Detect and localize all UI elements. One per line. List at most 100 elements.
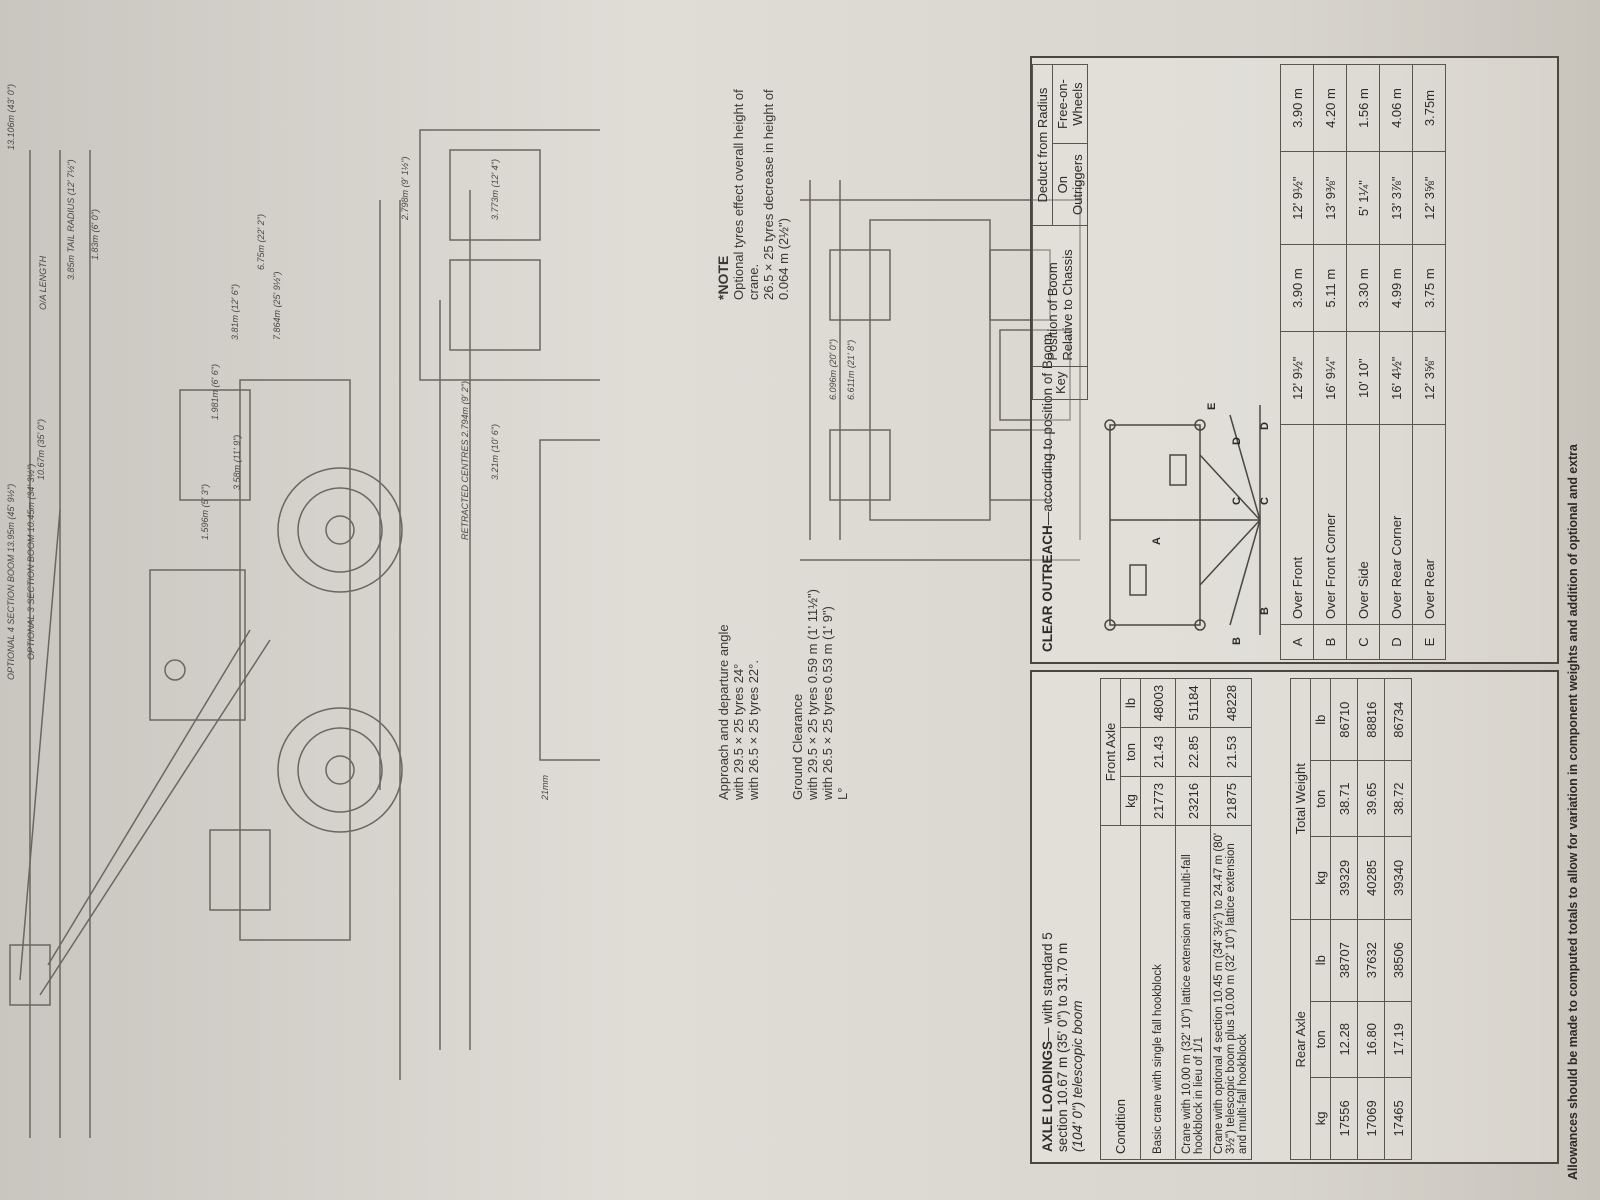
cell-o2: 3.30 m (1346, 244, 1380, 332)
clear-outreach-table: Key Position of Boom Relative to Chassis… (1032, 64, 1088, 400)
axle-rear-wrap: Rear Axle Total Weight kg ton lb kg ton … (1290, 678, 1412, 1160)
cell-key: E (1412, 624, 1446, 660)
cell-front-1: 21.53 (1210, 727, 1252, 777)
approach-angle-note: Approach and departure angle with 29.5 ×… (716, 624, 761, 800)
cell-front-2: 51184 (1175, 678, 1211, 728)
front-wheel (277, 707, 403, 833)
cell-front-0: 21773 (1140, 776, 1176, 826)
dim-d7: 7.864m (25' 9½") (272, 271, 282, 340)
cell-position: Over Rear Corner (1379, 424, 1413, 625)
cell-rear-total-7: 38.72 (1384, 760, 1412, 837)
rear-wheel (277, 467, 403, 593)
dim-len-2: 10.67m (35' 0") (36, 419, 46, 480)
cell-f1: 13' 3⅞" (1379, 151, 1413, 245)
col-front-axle: Front Axle (1100, 678, 1121, 826)
cell-f2: 4.20 m (1313, 64, 1347, 152)
dim-tail-radius: 3.85m TAIL RADIUS (12' 7½") (66, 159, 76, 280)
rear-view (419, 129, 600, 381)
diagram-label-b1: B (1231, 637, 1243, 645)
diagram-label-b2: B (1259, 607, 1270, 615)
dim-d9: 3.773m (12' 4") (490, 159, 500, 220)
cell-front-1: 22.85 (1175, 727, 1211, 777)
cell-key: B (1313, 624, 1347, 660)
cell-position: Over Rear (1412, 424, 1446, 625)
dim-d8: 2.798m (9' 1½") (400, 156, 410, 220)
col-position: Position of Boom Relative to Chassis (1032, 225, 1088, 367)
cell-f2: 1.56 m (1346, 64, 1380, 152)
cell-f2: 4.06 m (1379, 64, 1413, 152)
cell-o1: 16' 4½" (1379, 331, 1413, 425)
dim-oa-length: O/A LENGTH (38, 255, 48, 310)
cell-rear-total-3: 17465 (1384, 1077, 1412, 1160)
col-key: Key (1032, 366, 1088, 400)
axle-table-wrap: Condition Front Axle kg ton lb Basic cra… (1100, 678, 1252, 1160)
cell-rear-total-4: 17.19 (1384, 1001, 1412, 1078)
dim-retracted: RETRACTED CENTRES 2.794m (9' 2") (460, 381, 470, 540)
cell-f2: 3.75m (1412, 64, 1446, 152)
diagram-label-d1: D (1231, 437, 1243, 445)
dim-boom-3: OPTIONAL 3 SECTION BOOM 10.45m (34' 3½") (26, 463, 36, 660)
table-row: Crane with optional 4 section 10.45 m (3… (1210, 678, 1252, 1160)
diagram-label-a: A (1151, 537, 1163, 545)
cell-rear-total-4: 12.28 (1330, 1001, 1358, 1078)
cell-rear-total-6: 39340 (1384, 836, 1412, 920)
clear-outreach-table-wrap: Key Position of Boom Relative to Chassis… (1032, 64, 1088, 400)
cell-f1: 13' 9⅜" (1313, 151, 1347, 245)
col-outriggers: On Outriggers (1052, 143, 1088, 226)
cell-condition: Basic crane with single fall hookblock (1140, 825, 1176, 1160)
cell-o1: 16' 9¼" (1313, 331, 1347, 425)
cell-rear-total-8: 86734 (1384, 678, 1412, 761)
dim-d1: 1.83m (6' 0") (90, 209, 100, 260)
col-total-weight: Total Weight (1290, 678, 1311, 920)
dim-d2: 1.981m (6' 6") (210, 364, 220, 420)
cell-key: D (1379, 624, 1413, 660)
cell-o1: 10' 10" (1346, 331, 1380, 425)
footnote: Allowances should be made to computed to… (1566, 444, 1580, 1180)
cell-rear-total-4: 16.80 (1357, 1001, 1385, 1078)
cell-front-2: 48228 (1210, 678, 1252, 728)
col-condition: Condition (1100, 825, 1141, 1160)
side-view-boom (19, 509, 61, 981)
cell-condition: Crane with 10.00 m (32' 10") lattice ext… (1175, 825, 1211, 1160)
cell-rear-total-5: 38707 (1330, 919, 1358, 1002)
cell-condition: Crane with optional 4 section 10.45 m (3… (1210, 825, 1252, 1160)
table-row: Crane with 10.00 m (32' 10") lattice ext… (1175, 678, 1211, 1160)
dim-d11: 3.21m (10' 6") (490, 424, 500, 480)
dim-d4: 3.81m (12' 6") (230, 284, 240, 340)
dim-boom-4: OPTIONAL 4 SECTION BOOM 13.95m (45' 9½") (6, 483, 16, 680)
cell-o2: 3.90 m (1280, 244, 1314, 332)
axle-title: AXLE LOADINGS— with standard 5 section 1… (1040, 932, 1085, 1152)
cell-o2: 3.75 m (1412, 244, 1446, 332)
dim-d5: 3.58m (11' 9") (232, 434, 242, 490)
cell-f1: 12' 9½" (1280, 151, 1314, 245)
cell-front-0: 23216 (1175, 776, 1211, 826)
dim-len-1: 13.106m (43' 0") (6, 84, 16, 150)
cell-o2: 4.99 m (1379, 244, 1413, 332)
cell-f1: 12' 3⅝" (1412, 151, 1446, 245)
cell-front-1: 21.43 (1140, 727, 1176, 777)
cell-position: Over Side (1346, 424, 1380, 625)
cell-f2: 3.90 m (1280, 64, 1314, 152)
axle-rear-total-table: Rear Axle Total Weight kg ton lb kg ton … (1290, 678, 1412, 1160)
cell-rear-total-6: 39329 (1330, 836, 1358, 920)
cell-rear-total-7: 39.65 (1357, 760, 1385, 837)
diagram-label-e: E (1206, 403, 1218, 410)
cell-front-0: 21875 (1210, 776, 1252, 826)
dim-d3: 1.596m (5' 3") (200, 484, 210, 540)
cell-f1: 5' 1¼" (1346, 151, 1380, 245)
col-rear-axle: Rear Axle (1290, 919, 1311, 1160)
cell-rear-total-7: 38.71 (1330, 760, 1358, 837)
cell-rear-total-8: 86710 (1330, 678, 1358, 761)
